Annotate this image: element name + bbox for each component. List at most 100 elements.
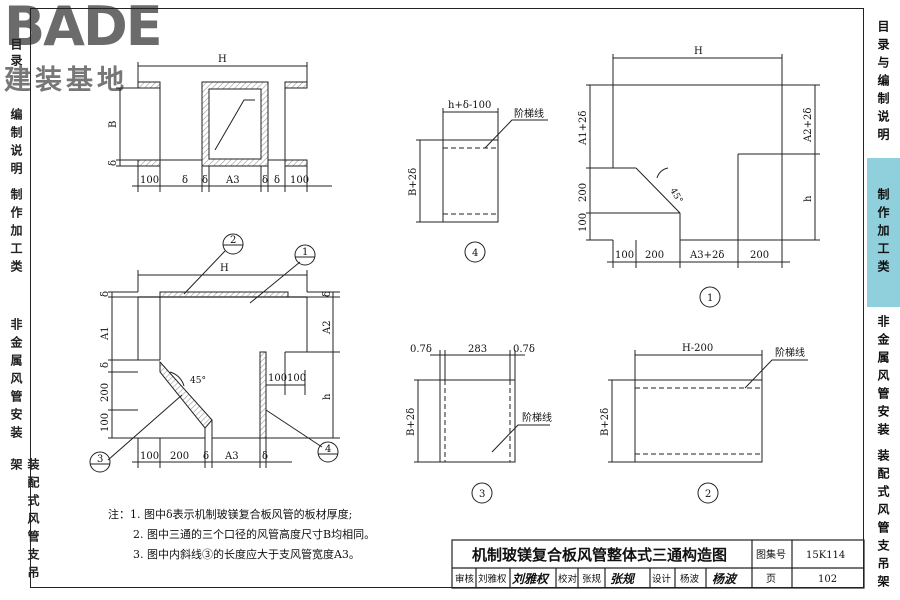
dim-label: 200 xyxy=(170,451,189,462)
left-tab-notes[interactable]: 编制说明 xyxy=(9,108,23,180)
dim-label: 200 xyxy=(645,250,664,261)
dim-label-A2: A2 xyxy=(322,320,333,335)
left-tab-support[interactable]: 装配式风管支吊架 xyxy=(9,458,40,584)
dim-label: 0.7δ xyxy=(513,344,535,355)
drawing-title: 机制玻镁复合板风管整体式三通构造图 xyxy=(472,546,727,564)
dim-label: 200 xyxy=(100,383,111,402)
callout-circle xyxy=(222,233,244,255)
logo-sub: 建装基地 xyxy=(4,65,128,96)
angle-arc xyxy=(169,371,185,387)
callout-number: 2 xyxy=(230,235,236,246)
dim-label: 100 xyxy=(290,175,309,186)
dim-label: 100 xyxy=(615,250,634,261)
dim-label: 0.7δ xyxy=(410,344,432,355)
callout-number: 3 xyxy=(479,489,485,500)
tab-label: 装配式风管支吊架 xyxy=(876,448,890,593)
title-block xyxy=(451,539,865,589)
branch-outline xyxy=(201,81,269,167)
dim-label: B+2δ xyxy=(600,408,611,436)
tab-support[interactable]: 装配式风管支吊架 xyxy=(867,448,900,594)
dim-label-B: B xyxy=(108,121,119,128)
step-line-label: 阶梯线 xyxy=(775,346,805,359)
angle-arc xyxy=(656,167,669,179)
page-label: 页 xyxy=(766,573,776,585)
dim-label: A3+2δ xyxy=(689,250,724,261)
callout-circle[interactable] xyxy=(697,482,719,504)
atlas-number: 15K114 xyxy=(806,550,845,561)
callout-circle[interactable] xyxy=(699,286,721,308)
leader xyxy=(491,424,550,453)
panel-4-view xyxy=(416,108,548,263)
design-signature: 杨波 xyxy=(712,572,738,586)
panel-edge xyxy=(635,167,681,214)
dim-label-h: h xyxy=(322,393,333,400)
top-panel xyxy=(159,291,289,298)
callout-number: 4 xyxy=(325,444,331,455)
leader xyxy=(265,409,323,448)
callout-number: 4 xyxy=(472,248,478,259)
leader xyxy=(107,394,183,461)
panel-3-outline xyxy=(439,379,516,463)
branch-duct-section xyxy=(201,81,269,167)
design-name: 杨波 xyxy=(680,573,700,585)
branch-panel xyxy=(259,351,267,439)
dim-label: 200 xyxy=(578,183,589,202)
tab-processing[interactable]: 制作加工类 xyxy=(867,158,900,308)
leader xyxy=(744,359,808,389)
dim-label: B+2δ xyxy=(406,408,417,436)
design-label: 设计 xyxy=(652,573,672,585)
dim-label: δ xyxy=(182,175,188,186)
dim-label: 100 xyxy=(100,413,111,432)
note-2: 2. 图中三通的三个口径的风管高度尺寸B均相同。 xyxy=(133,528,376,541)
dim-label: A1+2δ xyxy=(578,111,589,146)
dim-label-A1: A1 xyxy=(100,326,111,341)
dim-label: δ xyxy=(274,175,280,186)
panel-1-view xyxy=(586,54,820,308)
dim-label: A2+2δ xyxy=(803,108,814,143)
hatch-panel xyxy=(137,81,161,89)
hatch-panel xyxy=(284,81,308,89)
dim-label: 200 xyxy=(750,250,769,261)
left-tab-install[interactable]: 非金属风管安装 xyxy=(9,318,23,444)
callout-number: 1 xyxy=(302,247,308,258)
page-number: 102 xyxy=(818,574,837,585)
tab-label: 目录与编制说明 xyxy=(876,19,890,146)
dim-label: h+δ-100 xyxy=(448,100,491,111)
dim-label: δ xyxy=(262,175,268,186)
dim-label: 100 xyxy=(140,175,159,186)
callout-circle[interactable] xyxy=(464,241,486,263)
note-3: 3. 图中内斜线③的长度应大于支风管宽度A3。 xyxy=(133,548,360,561)
hatch-panel xyxy=(137,159,161,167)
dim-label: B+2δ xyxy=(408,168,419,196)
left-tab-processing[interactable]: 制作加工类 xyxy=(9,188,23,278)
tab-install[interactable]: 非金属风管安装 xyxy=(867,308,900,448)
callout-circle[interactable] xyxy=(471,482,493,504)
callout-2[interactable]: 2 xyxy=(222,233,244,255)
review-name: 刘雅权 xyxy=(478,573,507,585)
panel-2-outline xyxy=(634,379,763,463)
check-label: 校对 xyxy=(558,573,578,585)
callout-1[interactable]: 1 xyxy=(294,244,316,266)
dim-label-h: h xyxy=(803,195,814,202)
panel-1-outline-base xyxy=(613,85,782,240)
dim-label: δ xyxy=(322,291,333,297)
callout-circle xyxy=(317,441,339,463)
check-name: 张规 xyxy=(582,574,602,585)
tab-catalog[interactable]: 目录与编制说明 xyxy=(867,8,900,158)
callout-3[interactable]: 3 xyxy=(89,451,111,473)
callout-circle xyxy=(89,451,111,473)
dim-label: δ xyxy=(202,175,208,186)
callout-4[interactable]: 4 xyxy=(317,441,339,463)
dim-label: 100 xyxy=(140,451,159,462)
dim-label: A3 xyxy=(225,175,240,186)
dim-label: δ xyxy=(100,291,111,297)
inner-diagonal xyxy=(214,99,255,151)
callout-number: 2 xyxy=(705,489,711,500)
review-signature: 刘雅权 xyxy=(512,572,550,586)
left-tab-catalog[interactable]: 目录 xyxy=(9,38,23,70)
notes: 注：1. 图中δ表示机制玻镁复合板风管的板材厚度; 2. 图中三通的三个口径的风… xyxy=(108,505,375,565)
tab-label: 制作加工类 xyxy=(876,187,890,278)
panel-3-view xyxy=(414,350,550,504)
check-signature: 张规 xyxy=(610,572,636,586)
